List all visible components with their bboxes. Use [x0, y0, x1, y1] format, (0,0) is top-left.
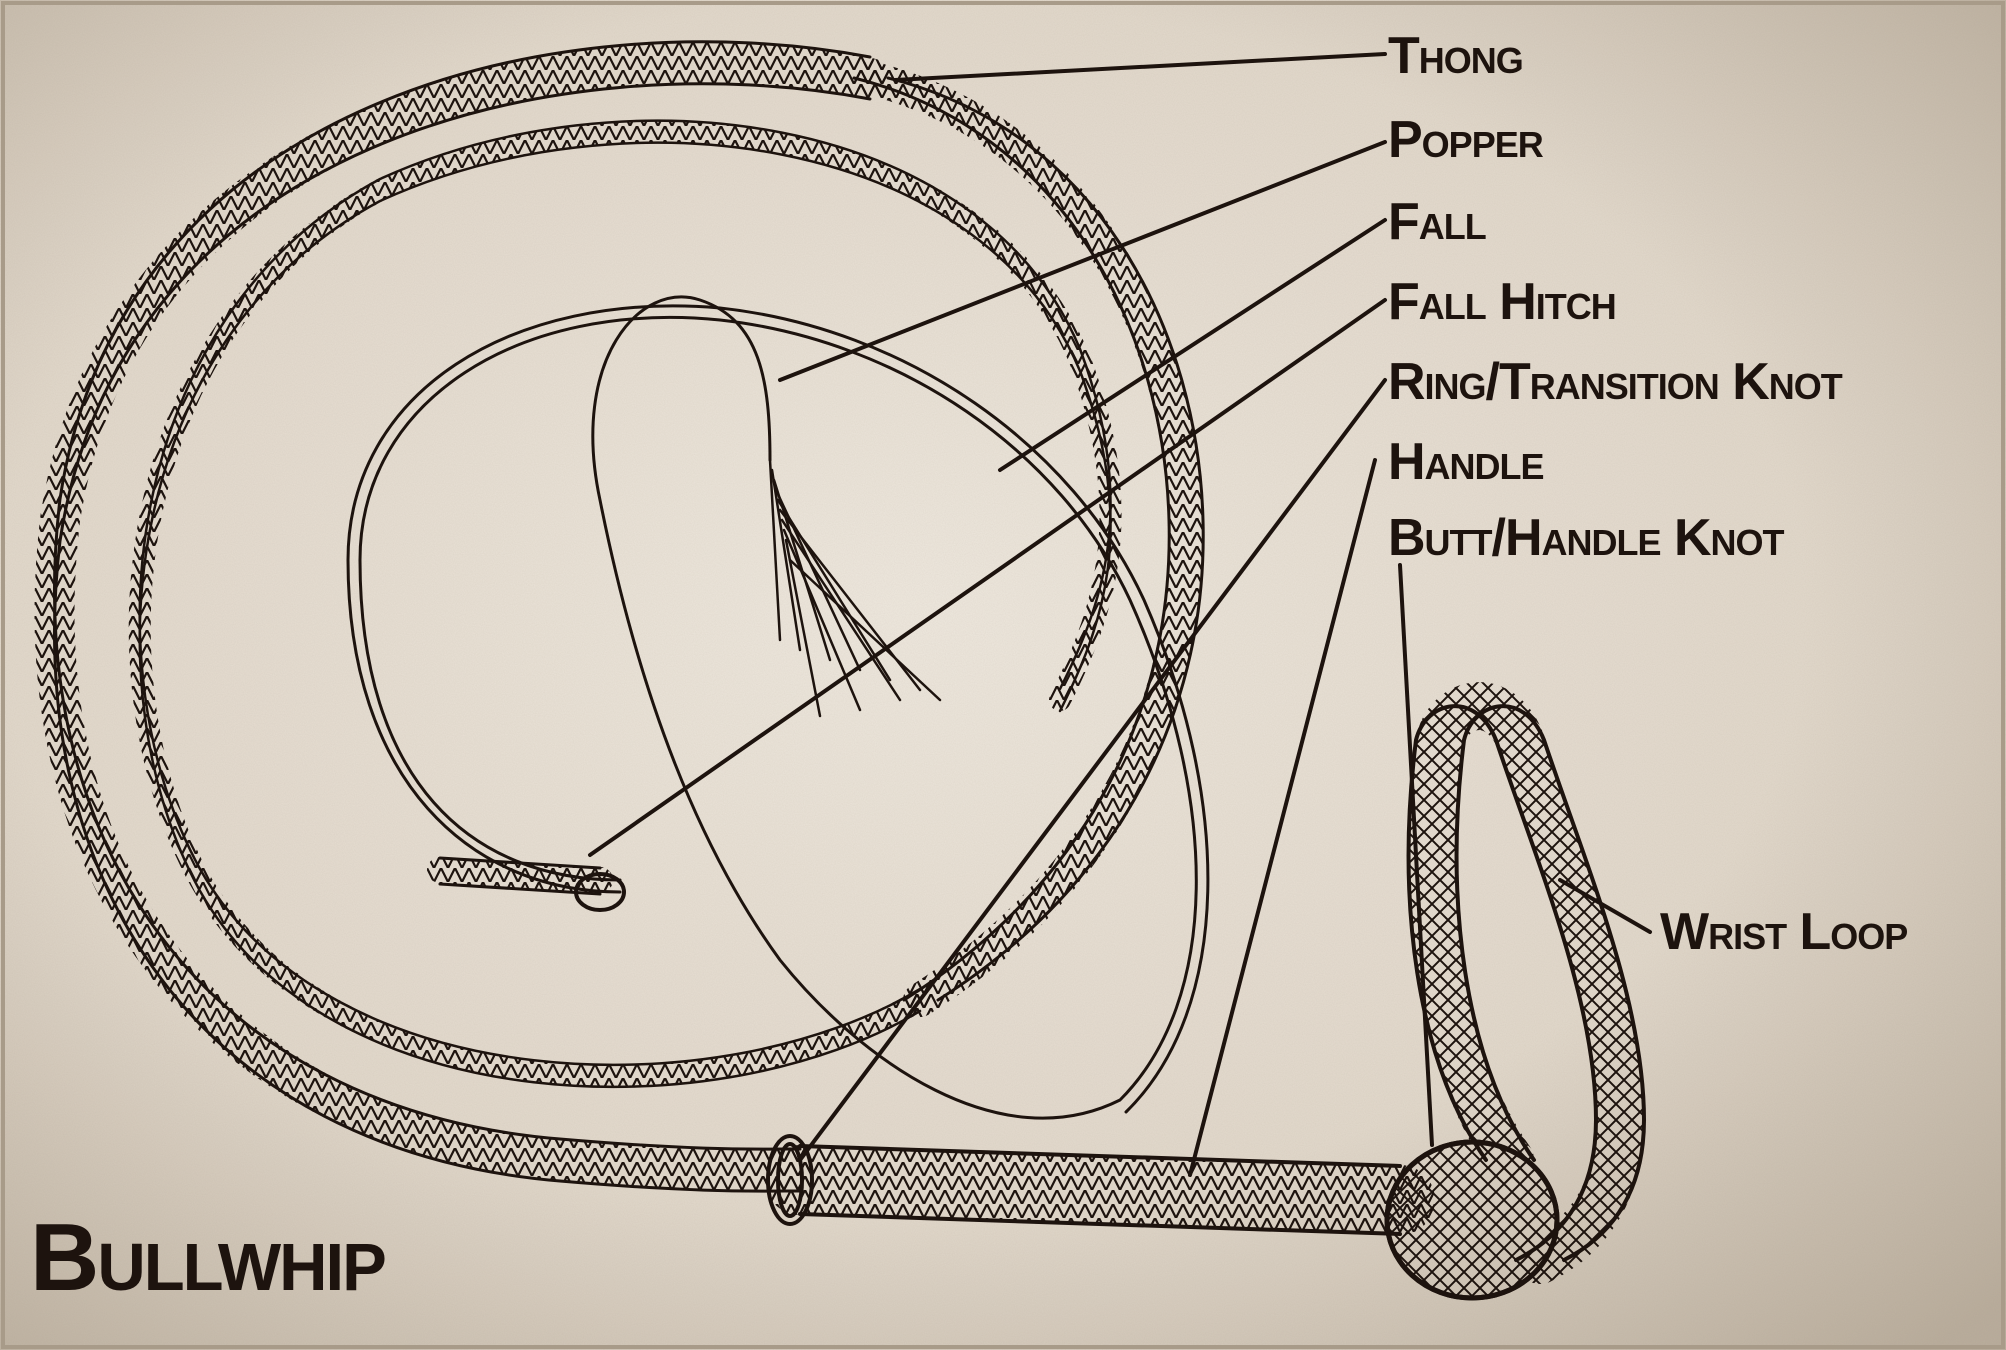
inner-thong-loop [128, 119, 1122, 1089]
thong-coil [34, 40, 1205, 1193]
fall-hitch [427, 856, 626, 912]
leader-butt-knot [1398, 563, 1434, 1147]
label-fall-hitch: Fall Hitch [1388, 273, 1617, 331]
leader-fall-hitch [588, 298, 1387, 857]
leader-handle [1188, 458, 1377, 1177]
label-popper: Popper [1388, 111, 1544, 169]
handle [765, 1144, 1435, 1236]
leader-wrist-loop [1558, 878, 1652, 934]
leader-thong [893, 52, 1387, 82]
label-ring-knot: Ring/Transition Knot [1388, 353, 1843, 411]
popper-fringe [768, 458, 942, 718]
leader-lines [588, 52, 1652, 1177]
label-thong: Thong [1388, 27, 1524, 85]
label-handle: Handle [1388, 433, 1545, 491]
ring-knot [766, 1134, 814, 1226]
fall-loop [346, 295, 1210, 1120]
leader-ring-knot [798, 378, 1387, 1162]
label-butt-knot: Butt/Handle Knot [1388, 509, 1785, 567]
diagram-title: Bullwhip [30, 1204, 387, 1311]
wrist-loop [1406, 682, 1647, 1284]
label-wrist-loop: Wrist Loop [1660, 903, 1908, 961]
leader-popper [778, 140, 1387, 382]
label-fall: Fall [1388, 193, 1487, 251]
leader-fall [998, 218, 1387, 472]
